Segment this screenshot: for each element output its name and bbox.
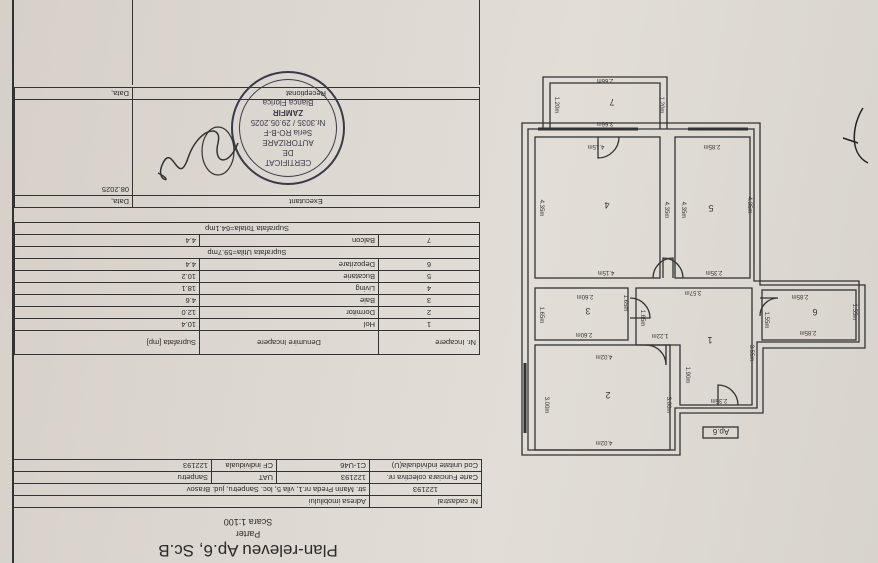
dimension-label: 3.00m — [665, 397, 671, 414]
dimension-label: 4.02m — [596, 353, 613, 359]
unit-label-box — [702, 426, 739, 439]
dimension-label: 2.85m — [800, 329, 817, 335]
dimension-label: 2.66m — [597, 77, 614, 83]
dimension-label: 2.35m — [711, 397, 728, 403]
door-arc — [662, 257, 684, 279]
dimension-label: 1.55m — [851, 304, 857, 321]
room-number: 1 — [707, 335, 712, 345]
dimension-label: 4.35m — [680, 202, 686, 219]
dimension-label: 1.65m — [622, 295, 628, 312]
room-1 — [635, 287, 753, 406]
dimension-label: 1.22m — [652, 332, 669, 338]
room-2 — [534, 344, 671, 451]
door-arc — [645, 344, 667, 366]
margin-annotation — [842, 107, 869, 164]
dimension-label: 4.02m — [596, 439, 613, 445]
room-number: 5 — [708, 203, 713, 213]
balcony-wall — [549, 82, 661, 129]
dimension-label: 3.00m — [543, 397, 549, 414]
dimension-label: 1.90m — [684, 367, 690, 384]
dimension-label: 1.65m — [639, 310, 645, 327]
room-number: 6 — [812, 307, 817, 317]
dimension-label: 1.65m — [538, 307, 544, 324]
dimension-label: 1.20m — [658, 97, 664, 114]
balcony-wall — [542, 76, 668, 129]
door-arc — [717, 384, 739, 406]
dimension-label: 2.35m — [706, 269, 723, 275]
handwritten-signature — [201, 126, 235, 176]
dimension-label: 2.60m — [576, 331, 593, 337]
unit-label: Ap.6 — [712, 427, 729, 436]
dimension-label: 4.35m — [746, 197, 752, 214]
door-arc — [652, 257, 674, 279]
dimension-label: 3.55m — [748, 345, 754, 362]
dimension-label: 1.20m — [553, 97, 559, 114]
room-number: 4 — [604, 200, 609, 210]
dimension-label: 4.15m — [598, 269, 615, 275]
handwritten-signature — [157, 130, 239, 181]
door-arc — [629, 297, 651, 319]
door-arc — [597, 136, 620, 159]
dimension-label: 4.15m — [588, 143, 605, 149]
dimension-label: 3.57m — [685, 289, 702, 295]
dimension-label: 2.85m — [704, 143, 721, 149]
exterior-wall — [521, 122, 866, 456]
room-3 — [534, 287, 629, 341]
dimension-label: 4.35m — [538, 200, 544, 217]
door-arc — [759, 297, 779, 317]
room-number: 2 — [605, 390, 610, 400]
dimension-label: 1.55m — [763, 312, 769, 329]
room-number: 3 — [585, 306, 590, 316]
room-5 — [674, 136, 751, 279]
dimension-label: 3.66m — [597, 120, 614, 126]
dimension-label: 2.60m — [577, 293, 594, 299]
room-number: 7 — [609, 97, 614, 107]
dimension-label: 4.35m — [663, 202, 669, 219]
dimension-label: 2.85m — [792, 293, 809, 299]
room-6 — [761, 289, 857, 341]
